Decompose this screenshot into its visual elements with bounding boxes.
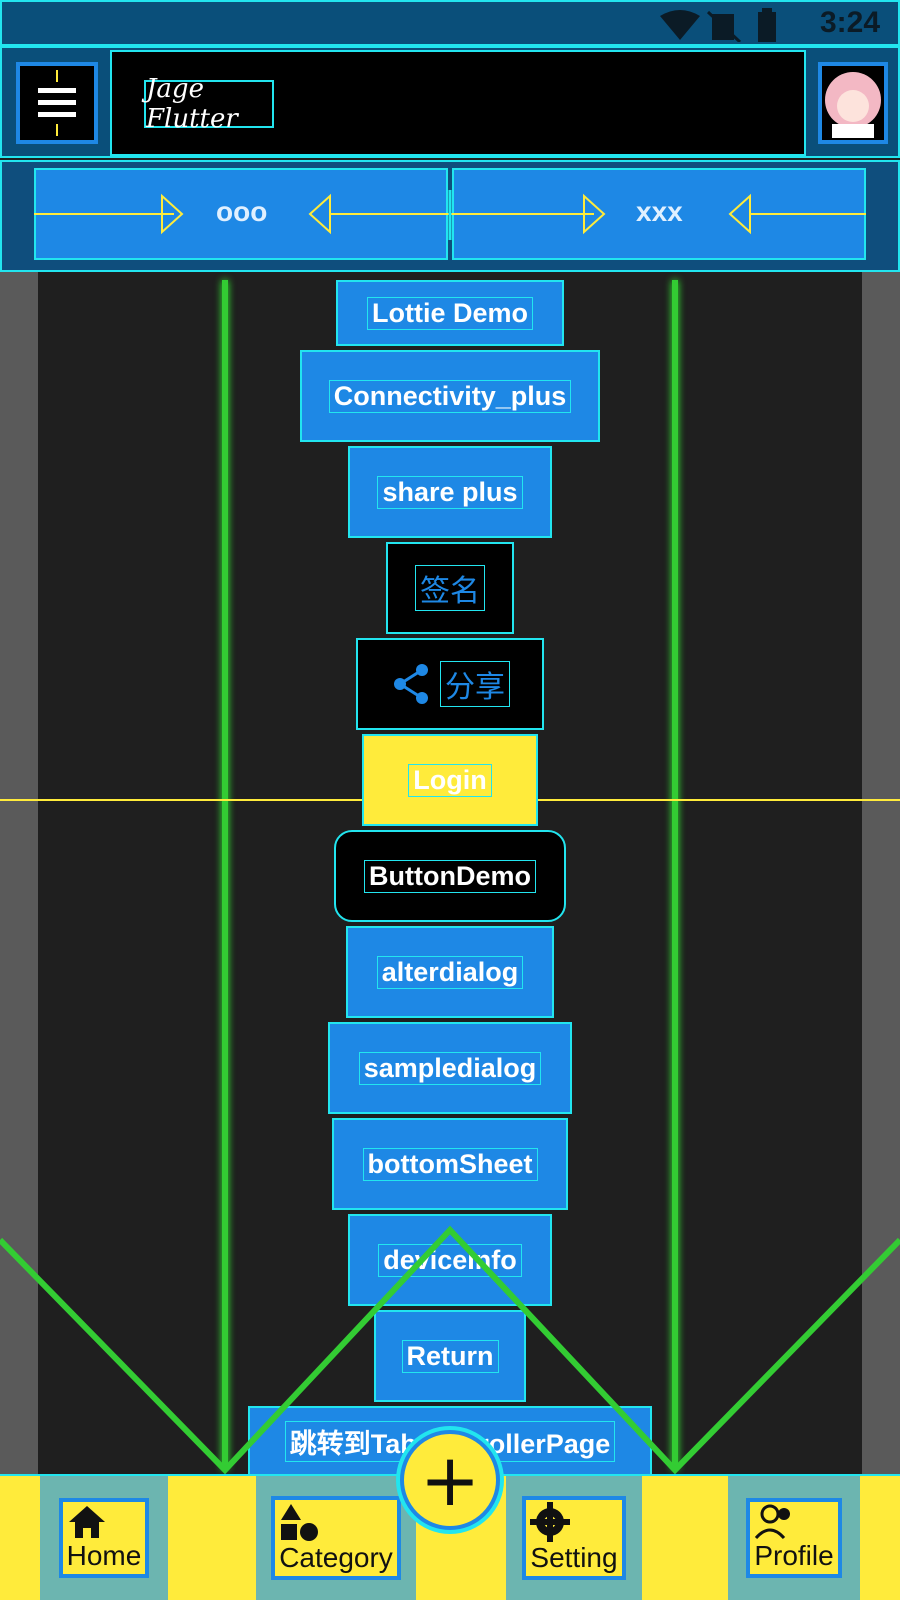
status-bar [0,0,900,46]
nav-home-label: Home [66,1540,142,1571]
sampledialog-button[interactable]: sampledialog [328,1022,572,1114]
button-demo-label: ButtonDemo [364,859,536,893]
nav-category-box: Category [271,1496,401,1580]
lottie-demo-button[interactable]: Lottie Demo [336,280,564,346]
green-guide-right [672,280,678,1470]
plus-icon: + [419,1438,481,1522]
add-fab-button[interactable]: + [400,1430,500,1530]
return-label: Return [401,1339,499,1373]
nav-profile-box: Profile [746,1498,842,1578]
button-demo-button[interactable]: ButtonDemo [334,830,566,922]
app-bar-title-area [110,50,806,156]
nav-item-category[interactable]: Category [256,1476,416,1600]
tab-xxx-label: xxx [636,196,683,227]
deviceinfo-button[interactable]: deviceInfo [348,1214,552,1306]
nav-category-label: Category [279,1542,393,1573]
share-icon [394,664,428,704]
home-icon [68,1506,105,1538]
nav-item-setting[interactable]: Setting [506,1476,642,1600]
category-icon [281,1504,319,1541]
menu-icon [38,70,76,136]
wifi-icon [660,10,700,40]
tab-ooo-label: ooo [216,196,268,227]
gear-icon [530,1502,571,1542]
nav-item-profile[interactable]: Profile [728,1476,860,1600]
avatar[interactable] [818,62,888,144]
share-label: 分享 [440,661,510,707]
signature-button[interactable]: 签名 [386,542,514,634]
signature-label: 签名 [415,565,485,611]
menu-button[interactable] [16,62,98,144]
nav-setting-box: Setting [522,1496,626,1580]
green-guide-left [222,280,228,1470]
tab-guides [34,190,866,240]
alterdialog-button[interactable]: alterdialog [346,926,554,1018]
lottie-demo-label: Lottie Demo [366,296,533,330]
nav-setting-label: Setting [530,1542,618,1573]
nav-item-home[interactable]: Home [40,1476,168,1600]
return-button[interactable]: Return [374,1310,526,1402]
login-label: Login [408,763,492,797]
avatar-image [825,72,881,138]
status-icons [660,8,790,47]
share-button[interactable]: 分享 [356,638,544,730]
status-time: 3:24 [819,6,880,39]
right-margin-guide [862,272,900,1474]
nav-home-box: Home [58,1498,150,1578]
bottomsheet-button[interactable]: bottomSheet [332,1118,568,1210]
share-plus-button[interactable]: share plus [348,446,552,538]
connectivity-plus-button[interactable]: Connectivity_plus [300,350,600,442]
app-logo: Jage Flutter [144,74,274,134]
share-plus-label: share plus [377,475,523,509]
bottomsheet-label: bottomSheet [362,1147,538,1181]
nav-profile-label: Profile [754,1540,834,1571]
alterdialog-label: alterdialog [376,955,524,989]
deviceinfo-label: deviceInfo [378,1243,522,1277]
sampledialog-label: sampledialog [358,1051,542,1085]
people-icon [755,1504,791,1540]
battery-icon [758,12,776,42]
left-margin-guide [0,272,38,1474]
connectivity-plus-label: Connectivity_plus [328,379,572,413]
login-button[interactable]: Login [362,734,538,826]
